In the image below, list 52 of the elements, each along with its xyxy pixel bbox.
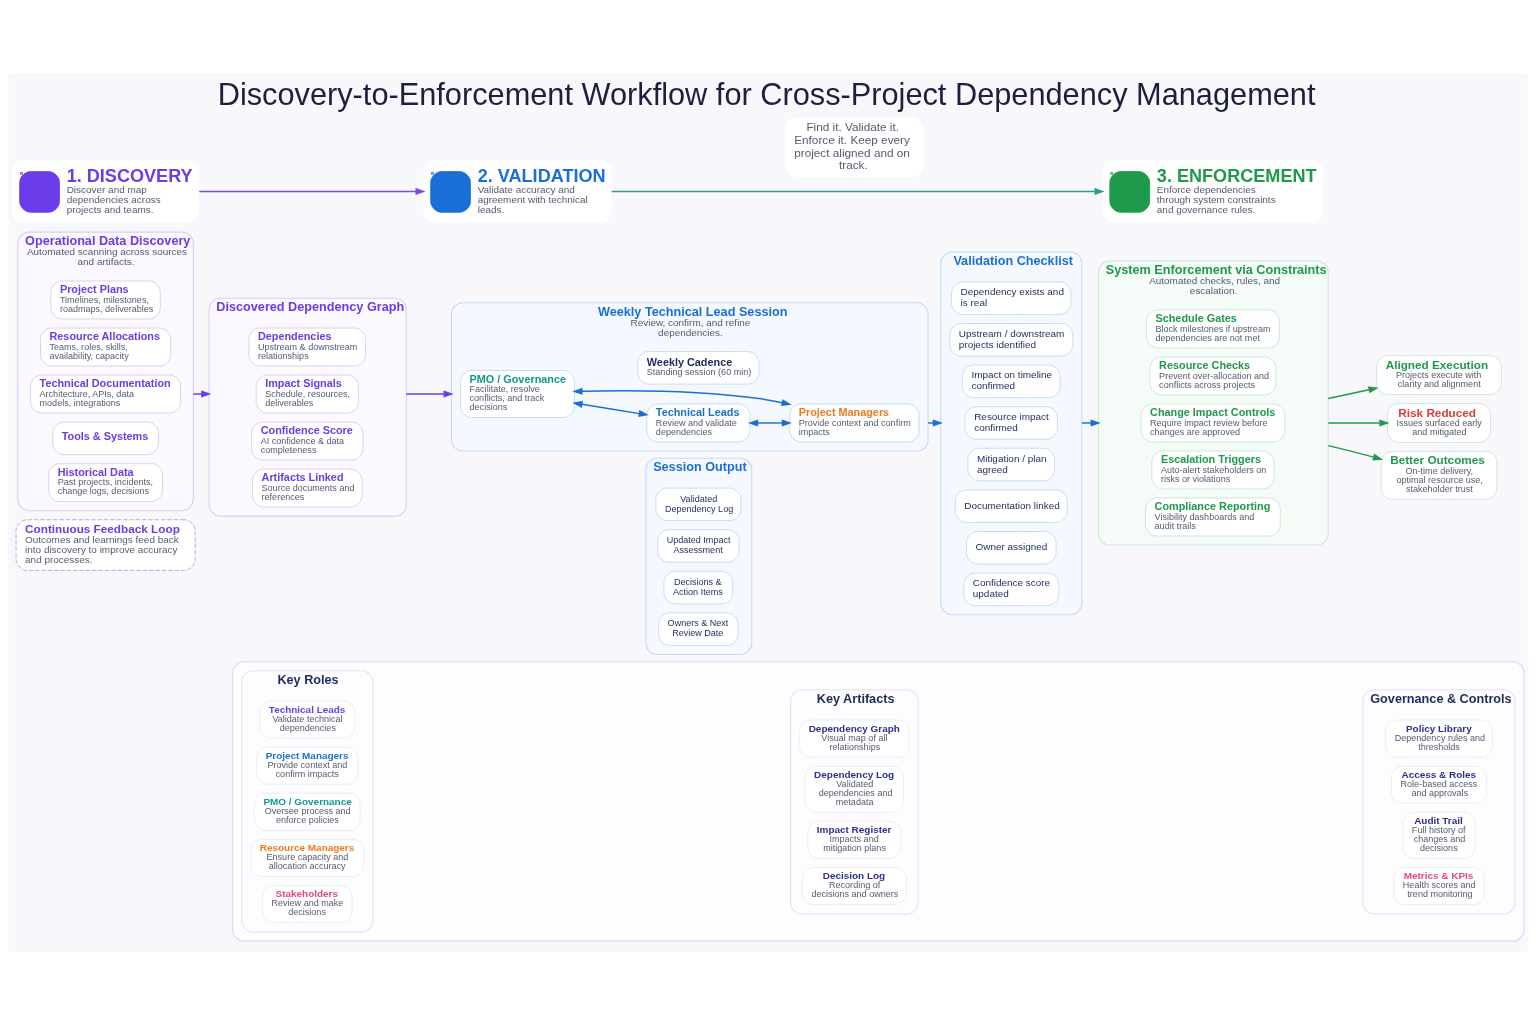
arrow bbox=[198, 187, 426, 195]
arrow bbox=[572, 400, 649, 417]
diagram-title: Discovery-to-Enforcement Workflow for Cross-Project Dependency Management bbox=[217, 76, 1316, 112]
node-box: Risk Reduced Issues surfaced early and mitigated bbox=[1386, 402, 1492, 443]
node-box: Owners & Next Review Date bbox=[658, 611, 739, 646]
arrow bbox=[572, 387, 792, 406]
node-box: Change Impact Controls Require impact review before changes are approved bbox=[1140, 403, 1286, 442]
node-box: Decisions & Action Items bbox=[663, 570, 734, 604]
node-box: Aligned Execution Projects execute with clarity and alignment bbox=[1376, 354, 1502, 395]
node-box: Resource Checks Prevent over-allocation and conflicts across projects bbox=[1149, 355, 1277, 395]
arrow bbox=[1327, 385, 1379, 399]
arrow bbox=[748, 418, 792, 427]
node-box: Owner assigned bbox=[966, 530, 1057, 565]
node-box: Updated Impact Assessment bbox=[657, 528, 740, 563]
node-box: Continuous Feedback Loop Outcomes and learnings feed back into discovery to improve accuracy and processes. bbox=[15, 518, 196, 571]
arrow bbox=[1081, 418, 1101, 427]
node-box: 2. VALIDATION Validate accuracy and agreement with technical leads. bbox=[423, 159, 612, 223]
node-box: Dependency exists and is real bbox=[951, 280, 1072, 315]
node-box: Compliance Reporting Visibility dashboards and audit trails bbox=[1145, 497, 1281, 536]
node-box: Impact on timeline confirmed bbox=[961, 364, 1061, 398]
node-box: 1. DISCOVERY Discover and map dependencies across projects and teams. bbox=[12, 159, 200, 223]
node-box: Better Outcomes On-time delivery, optimal resource use, stakeholder trust bbox=[1380, 450, 1498, 500]
node-box: Project Managers Provide context and confirm impacts bbox=[789, 403, 920, 442]
arrow bbox=[405, 389, 454, 398]
node-box: Resource impact confirmed bbox=[964, 405, 1058, 440]
node-box: Documentation linked bbox=[954, 488, 1068, 523]
node-box: Artifacts Linked Source documents and references bbox=[252, 468, 363, 508]
arrow bbox=[1327, 444, 1384, 460]
node-box: Confidence Score AI confidence & data completeness bbox=[251, 421, 364, 461]
label: Find it. Validate it. Enforce it. Keep every project aligned and on track. bbox=[794, 119, 910, 171]
node-box: PMO / Governance Facilitate, resolve conflicts, and track decisions bbox=[460, 369, 575, 418]
node-box: Validated Dependency Log bbox=[655, 487, 742, 521]
cluster bbox=[232, 660, 1525, 942]
node-box: 3. ENFORCEMENT Enforce dependencies through system constraints and governance rules. bbox=[1102, 159, 1324, 223]
node-box: Historical Data Past projects, incidents, change logs, decisions bbox=[48, 462, 164, 502]
node-box: Upstream / downstream projects identified bbox=[949, 322, 1074, 357]
arrow bbox=[610, 187, 1105, 195]
node-box: Technical Documentation Architecture, APIs, data models, integrations bbox=[30, 374, 182, 413]
arrow bbox=[927, 418, 943, 427]
node-box: Escalation Triggers Auto-alert stakeholders on risks or violations bbox=[1151, 450, 1275, 489]
arrow bbox=[1327, 418, 1390, 427]
arrow bbox=[192, 389, 212, 398]
node-box: Schedule Gates Block milestones if upstream dependencies are not met bbox=[1145, 308, 1280, 348]
node-box: Resource Allocations Teams, roles, skills, availability, capacity bbox=[39, 327, 172, 366]
node-box: Mitigation / plan agreed bbox=[967, 447, 1056, 481]
node-box: Weekly Cadence Standing session (60 min) bbox=[637, 350, 760, 385]
node-box: Tools & Systems bbox=[52, 421, 159, 455]
node-box: Impact Signals Schedule, resources, deliverables bbox=[255, 374, 359, 413]
node-box: Project Plans Timelines, milestones, roadmaps, deliverables bbox=[50, 280, 161, 319]
node-box: Dependencies Upstream & downstream relationships bbox=[248, 327, 367, 366]
node-box: Confidence score updated bbox=[963, 572, 1060, 606]
node-box: Technical Leads Review and validate dependencies bbox=[646, 403, 751, 442]
